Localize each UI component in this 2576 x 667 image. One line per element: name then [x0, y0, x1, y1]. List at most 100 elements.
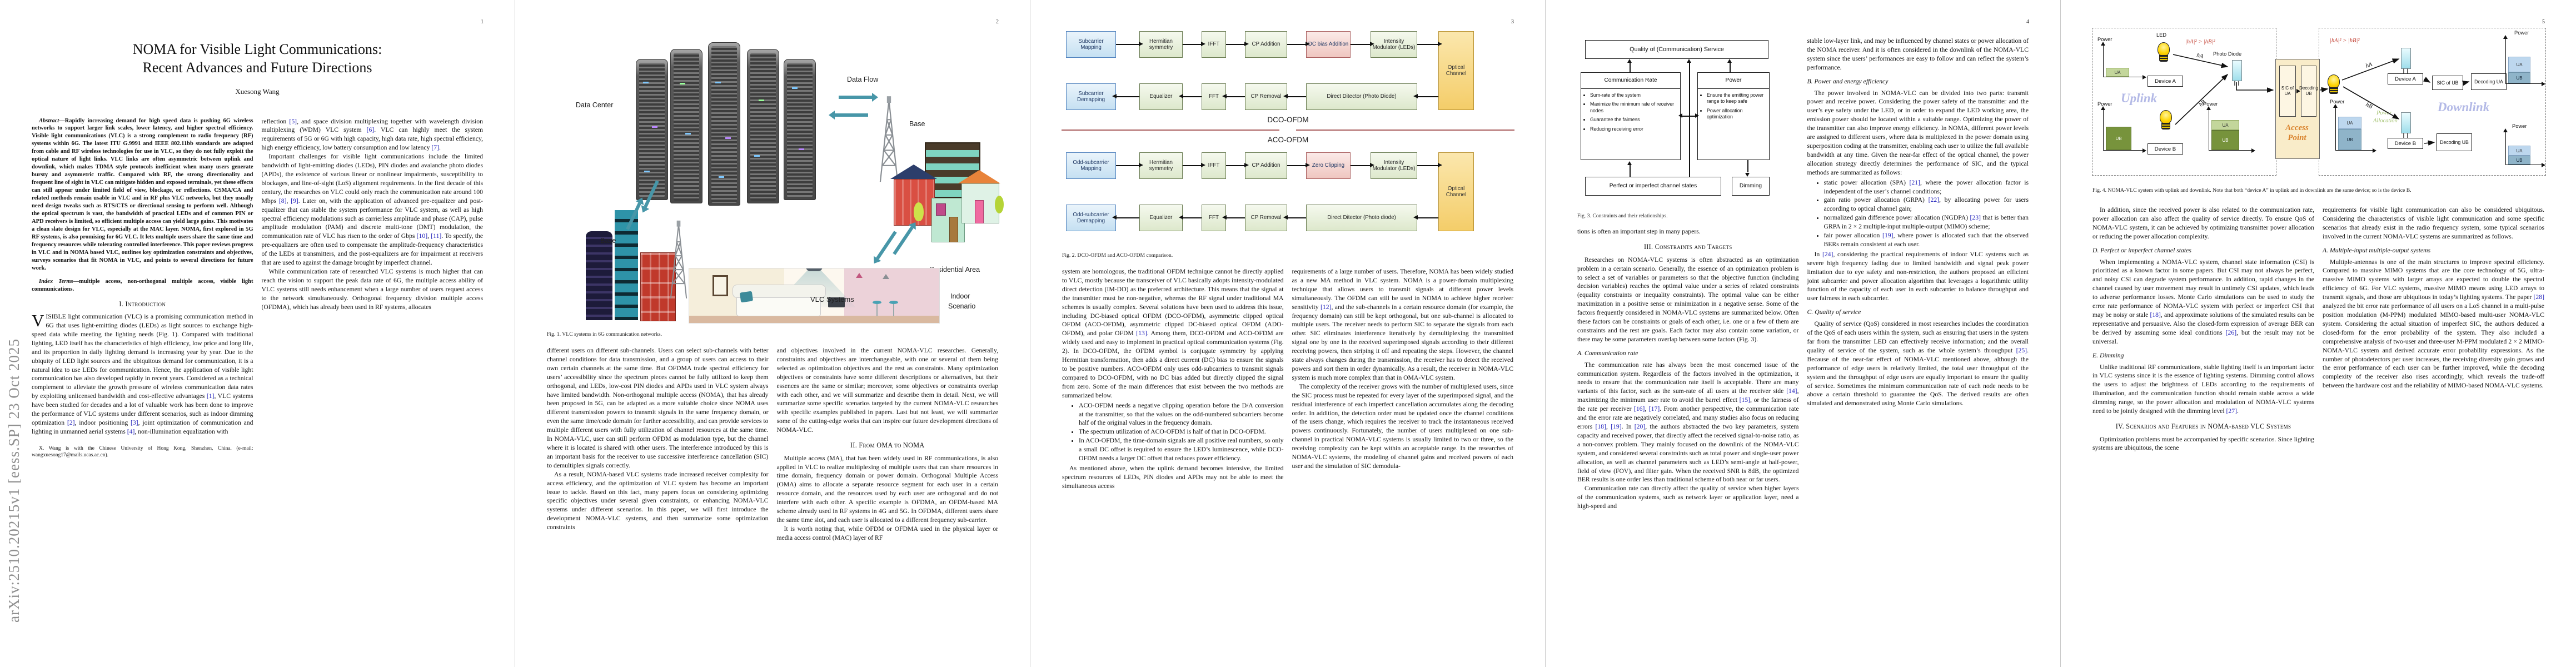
wall-picture-icon — [712, 275, 728, 296]
led-icon — [2160, 110, 2172, 130]
bullet-item: gain ratio power allocation (GRPA) [22],… — [1824, 196, 2029, 213]
flow-arrow — [1351, 42, 1374, 46]
green-house-window — [936, 203, 946, 216]
stool-icon — [873, 301, 881, 316]
device-b-box: Device B — [2388, 138, 2423, 149]
ua-power-bar: UA — [2106, 68, 2129, 77]
flow-arrow — [1226, 163, 1249, 167]
arrowhead — [1678, 113, 1682, 118]
page-number: 5 — [2542, 19, 2545, 25]
power-axis: UA UB — [2206, 106, 2255, 153]
page-number: 4 — [2026, 19, 2029, 25]
paragraph: Multiple access (MA), that has been wide… — [776, 454, 999, 524]
abstract: Abstract—Rapidly increasing demand for h… — [32, 117, 253, 271]
room-floor — [689, 316, 939, 323]
flow-arrow — [1222, 215, 1245, 220]
connector-line — [1747, 160, 1748, 172]
ha-label: hA — [2365, 61, 2373, 69]
fig1-base-top-label: Base — [909, 120, 925, 128]
lead-word: Abstract — [39, 117, 59, 124]
arxiv-watermark: arXiv:2510.20215v1 [eess.SP] 23 Oct 2025 — [6, 339, 22, 623]
paragraph: Researches on NOMA-VLC systems is often … — [1577, 256, 1799, 343]
fig2-box: Odd-subcarrier Demapping — [1066, 205, 1116, 231]
fig2-box: Zero Clipping — [1306, 152, 1351, 179]
section-heading: I. Introduction — [119, 300, 166, 308]
paragraph: The power involved in NOMA-VLC can be di… — [1807, 89, 2029, 176]
sofa-icon — [733, 285, 826, 316]
tree-icon — [995, 196, 1004, 213]
cell-tower-icon — [670, 220, 687, 298]
green-house-icon — [931, 198, 965, 242]
ub-power-bar: UB — [2508, 72, 2530, 83]
paragraph: When implementing a NOMA-VLC system, cha… — [2092, 258, 2314, 345]
arrowhead — [1627, 161, 1632, 165]
flow-arrow — [1116, 42, 1143, 46]
page-number: 3 — [1511, 19, 1514, 25]
paragraph: requirements for visible light communica… — [2323, 206, 2544, 240]
house-room-arrow — [876, 231, 897, 260]
fig1-vlc-systems-label: VLC Systems — [810, 295, 854, 303]
page-number: 2 — [996, 19, 999, 25]
server-rack-icon — [670, 49, 702, 203]
decoding-ub-box: Decoding UB — [2299, 66, 2318, 117]
page5-left-column: In addition, since the received power is… — [2092, 206, 2314, 452]
ua-power-bar: UA — [2211, 120, 2239, 130]
led-label: LED — [2156, 32, 2167, 38]
access-point-label-2: Point — [2288, 133, 2306, 142]
arrowhead — [1687, 59, 1691, 63]
data-flow-right-arrow — [839, 93, 878, 102]
page1-right-column: reflection [5], and space division multi… — [262, 117, 484, 312]
flow-arrow — [1112, 94, 1139, 98]
fig4-caption: Fig. 4. NOMA-VLC system with uplink and … — [2092, 187, 2411, 193]
bullet-list: static power allocation (SPA) [21], wher… — [1807, 178, 2029, 249]
hb-label: hB — [2365, 102, 2374, 110]
ua-power-bar: UA — [2508, 57, 2530, 72]
cell-tower-icon — [879, 96, 899, 182]
flow-arrow — [1283, 215, 1306, 220]
power-axis-label: Power — [2203, 101, 2218, 107]
fig2-box: Equalizer — [1139, 83, 1183, 110]
device-b-box: Device B — [2148, 143, 2183, 155]
bullet-item: fair power allocation [19], where power … — [1824, 231, 2029, 249]
paragraph: Communication rate can directly affect t… — [1577, 485, 1799, 510]
fig3-dimming-box: Dimming — [1732, 177, 1770, 196]
paragraph: stable low-layer link, and may be influe… — [1807, 37, 2029, 71]
power-axis: UA UB — [2503, 35, 2545, 86]
fig1-caption: Fig. 1. VLC systems in 6G communication … — [547, 331, 662, 337]
green-house-door — [949, 217, 958, 242]
arrowhead — [1745, 173, 1750, 177]
room-house-arrow — [893, 226, 914, 255]
fig2-dco-label: DCO-OFDM — [1267, 116, 1309, 124]
channel-gain-inequality: |hA|² > |hB|² — [2185, 39, 2215, 45]
brick-building-icon — [640, 252, 676, 321]
uplink-label: Uplink — [2121, 91, 2158, 105]
fig2-box: Hermitian symmetry — [1139, 31, 1183, 58]
bullet-list: ACO-OFDM needs a negative clipping opera… — [1062, 401, 1284, 463]
paragraph: As mentioned above, when the uplink dema… — [1062, 464, 1284, 490]
paragraph: and objectives involved in the current N… — [776, 347, 999, 434]
house-roof-icon — [890, 165, 937, 179]
flow-arrow — [1112, 215, 1139, 220]
flow-arrow — [1417, 42, 1442, 46]
fig3-rate-title: Communication Rate — [1581, 73, 1680, 89]
flow-arrow — [1413, 215, 1438, 220]
flow-arrow — [1179, 94, 1202, 98]
power-axis-label: Power — [2330, 99, 2345, 104]
ub-power-bar: UB — [2211, 130, 2239, 150]
paragraph: requirements of a large number of users.… — [1292, 268, 1514, 381]
power-axis: UA UB — [2503, 128, 2545, 167]
fig1-residential-label: Residential Area — [929, 266, 980, 273]
author-footnote: X. Wang is with the Chinese University o… — [32, 445, 253, 459]
flow-arrow — [1183, 163, 1205, 167]
ua-power-bar: UA — [2338, 117, 2361, 129]
fig3-power-box: Power Ensure the emitting power range to… — [1697, 72, 1770, 160]
ha-label: hA — [2196, 52, 2204, 59]
sic-ub-box: SIC of UB — [2432, 76, 2463, 90]
paper-author: Xuesong Wang — [235, 87, 280, 96]
title-line-2: Recent Advances and Future Directions — [142, 59, 372, 76]
decoding-ua-box: Decoding UA — [2471, 73, 2507, 90]
fig4-arrows-overlay: hA hB hA hB — [2173, 52, 2470, 146]
indoor-room-illustration: VLC Systems — [689, 268, 940, 323]
figure-bullet: Sum-rate of the system — [1590, 92, 1680, 98]
fig3-caption: Fig. 3. Constraints and their relationsh… — [1577, 213, 1668, 219]
